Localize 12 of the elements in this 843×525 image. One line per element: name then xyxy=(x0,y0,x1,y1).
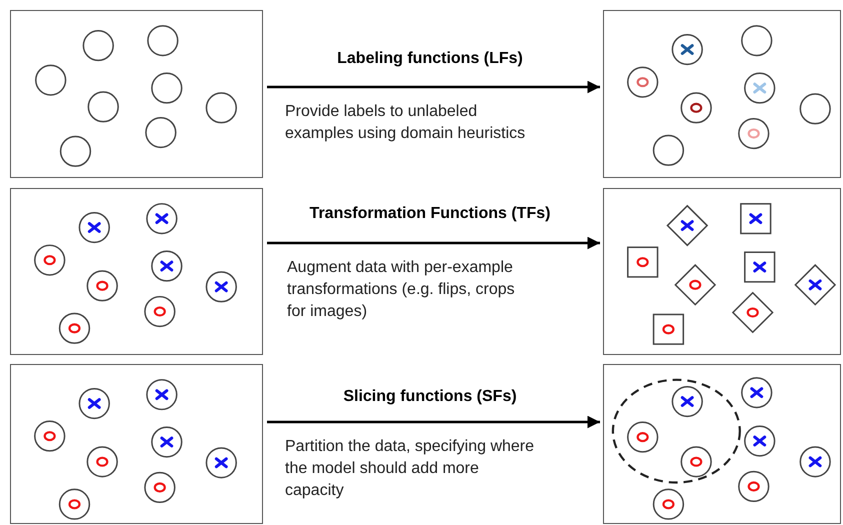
panel xyxy=(10,10,263,178)
panel xyxy=(10,364,263,524)
arrow xyxy=(267,236,600,250)
description-text: Provide labels to unlabeled examples using domain heuristics xyxy=(285,102,526,144)
panel xyxy=(10,188,263,355)
panel xyxy=(603,188,841,355)
panel xyxy=(603,10,841,178)
panel xyxy=(603,364,841,524)
description-text: Augment data with per-example transformations (e.g. flips, crops for images) xyxy=(287,258,516,322)
description-text: Partition the data, specifying where the model should add more capacity xyxy=(285,437,536,501)
arrow xyxy=(267,416,600,428)
arrow xyxy=(267,80,600,94)
